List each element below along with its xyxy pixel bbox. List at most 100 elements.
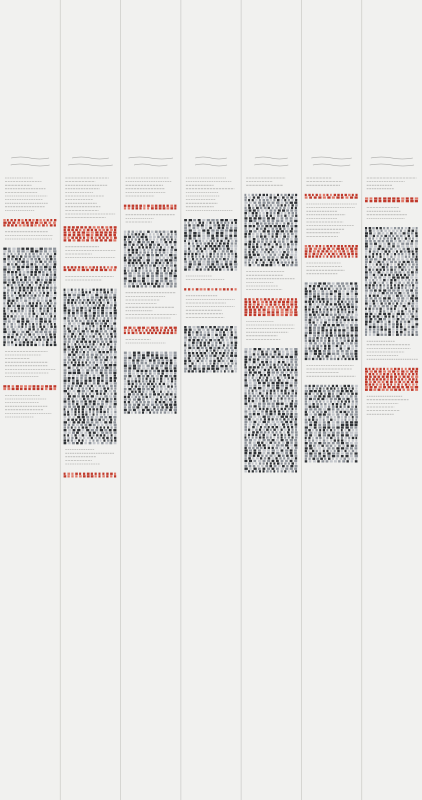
tally-mark [346,326,349,329]
tally-mark [144,243,148,246]
tally-mark [311,300,315,303]
tally-mark [114,335,117,338]
tally-mark [304,410,307,414]
tally-mark [6,219,9,222]
tally-mark [248,206,251,210]
tally-mark [7,289,10,292]
tally-mark [174,329,177,332]
tally-mark [266,261,269,264]
red-tally-block [184,288,237,291]
tally-mark [95,353,99,356]
tally-mark [304,347,308,350]
tally-mark [354,397,358,401]
tally-mark [308,403,312,406]
tally-mark [294,402,298,405]
tally-mark [146,280,150,283]
tally-mark [132,243,135,246]
tally-mark [256,457,259,460]
tally-mark [195,362,198,365]
tally-mark [336,413,340,416]
tally-mark [252,196,256,199]
tally-mark [106,472,109,475]
tally-mark [336,316,340,319]
tally-mark [326,300,329,303]
tally-mark [230,333,233,337]
tally-mark [313,434,317,437]
tally-mark [327,423,331,427]
tally-mark [337,429,340,432]
tally-mark [290,431,294,434]
handwritten-note [125,177,172,197]
tally-mark [318,350,322,353]
tally-mark [355,410,358,414]
tally-mark [102,332,105,336]
tally-mark [170,411,173,414]
tally-mark [127,251,130,254]
tally-mark [92,327,95,330]
tally-mark [192,265,195,269]
tally-mark [188,242,191,245]
tally-mark [273,300,277,304]
tally-mark [258,371,262,374]
tally-mark [280,308,284,311]
tally-mark [141,254,145,257]
tally-mark [215,367,220,370]
tally-mark [410,197,414,200]
tally-mark [15,328,19,331]
tally-mark [234,250,237,253]
tally-mark [321,329,325,332]
tally-mark [136,243,139,246]
tally-mark [271,368,274,372]
tally-mark [387,200,391,203]
tally-mark [104,395,108,398]
tally-mark [230,359,234,363]
tally-mark [156,385,159,388]
tally-mark [136,406,140,409]
tally-mark [336,350,340,353]
tally-mark [96,382,100,385]
tally-mark [286,454,289,457]
tally-mark [322,245,325,248]
tally-mark [143,248,146,252]
tally-mark [287,235,290,238]
tally-mark [80,309,83,312]
tally-mark [215,242,218,245]
tally-mark [256,413,260,416]
tally-mark [67,348,71,351]
tally-mark [304,245,308,248]
tally-mark [199,268,202,271]
tally-mark [219,288,222,291]
tally-mark [230,245,234,248]
tally-mark [161,406,164,409]
tally-mark [342,326,346,329]
tally-mark [339,403,342,406]
tally-mark [110,288,113,291]
tally-mark [324,252,327,256]
tally-mark [167,411,170,414]
tally-mark [192,224,196,227]
column-date-scribble [72,156,109,160]
tally-mark [88,426,92,429]
tally-mark [331,431,335,434]
tally-mark [295,400,298,403]
tally-mark [94,475,97,478]
tally-mark [90,338,94,341]
tally-mark [84,306,87,310]
tally-mark [223,370,226,373]
tally-mark [184,352,187,355]
tally-mark [252,358,256,361]
tally-mark [285,387,288,390]
tally-mark [152,238,155,241]
tally-mark [141,280,145,283]
tally-mark [197,219,201,222]
tally-mark [258,467,261,470]
tally-mark [86,371,89,375]
tally-mark [203,352,207,355]
tally-mark [304,416,307,419]
tally-mark [265,366,269,369]
tally-mark [355,405,358,408]
tally-mark [256,243,259,246]
tally-mark [82,475,86,478]
tally-mark [99,239,103,242]
